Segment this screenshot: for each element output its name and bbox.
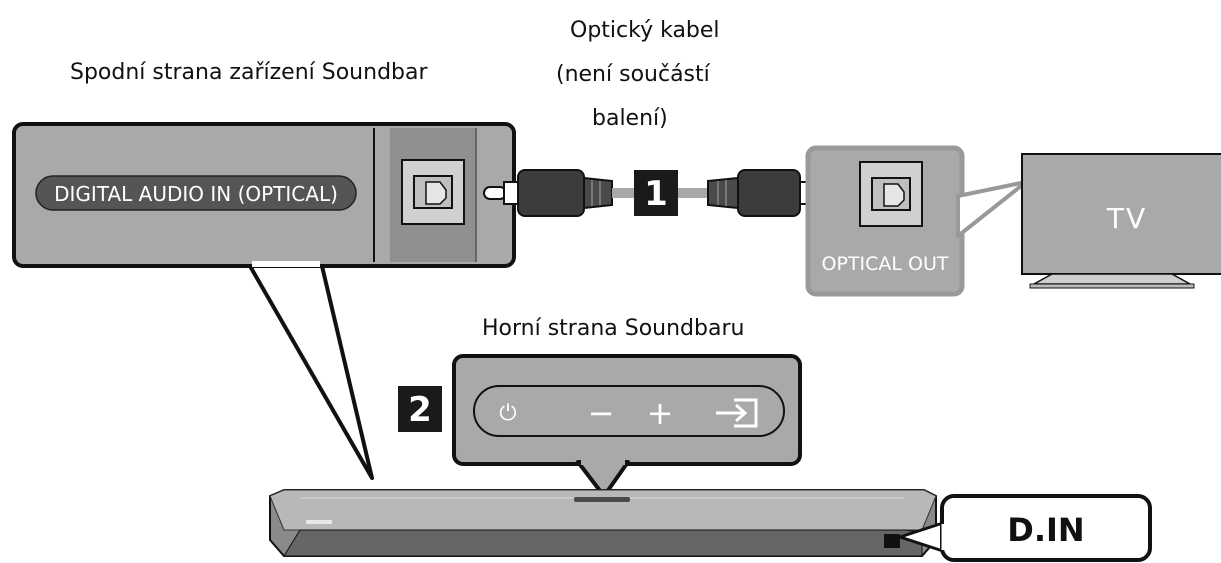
tv-icon: TV (1021, 153, 1221, 289)
step-1-badge: 1 (634, 170, 678, 216)
tv-port-panel: OPTICAL OUT (805, 145, 965, 297)
optical-in-port-icon (401, 159, 465, 225)
step-2-badge: 2 (398, 386, 442, 432)
display-callout: D.IN (898, 494, 1152, 562)
optical-out-port-icon (859, 161, 923, 227)
port-callout-pointer (248, 264, 374, 480)
optical-cable-segment-left (612, 188, 644, 198)
cable-label-line1: Optický kabel (570, 18, 720, 43)
soundbar-top-label: Horní strana Soundbaru (482, 316, 745, 341)
soundbar-bottom-label: Spodní strana zařízení Soundbar (70, 60, 428, 85)
soundbar-top-buttons (574, 497, 630, 502)
soundbar-port-panel: DIGITAL AUDIO IN (OPTICAL) (12, 122, 516, 268)
soundbar-logo (306, 520, 332, 524)
step-2-number: 2 (408, 390, 432, 430)
step-1-number: 1 (644, 174, 668, 214)
source-icon[interactable] (716, 398, 758, 428)
control-panel-callout: ⏻ − + (452, 354, 802, 498)
port-label-digital-audio-in: DIGITAL AUDIO IN (OPTICAL) (54, 182, 338, 206)
optical-cable-plug-left (483, 169, 613, 217)
display-indicator (884, 534, 900, 548)
port-label-optical-out: OPTICAL OUT (822, 253, 949, 275)
volume-up-icon[interactable]: + (647, 394, 674, 432)
tv-label: TV (1106, 202, 1147, 235)
soundbar-device (269, 489, 937, 557)
display-text: D.IN (1007, 511, 1084, 549)
cable-label-line3: balení) (592, 106, 668, 131)
power-icon[interactable]: ⏻ (499, 401, 516, 426)
tv-callout-pointer (956, 180, 1028, 238)
cable-label-line2: (není součástí (556, 62, 710, 87)
optical-cable-segment-right (678, 188, 708, 198)
volume-down-icon[interactable]: − (588, 394, 615, 432)
